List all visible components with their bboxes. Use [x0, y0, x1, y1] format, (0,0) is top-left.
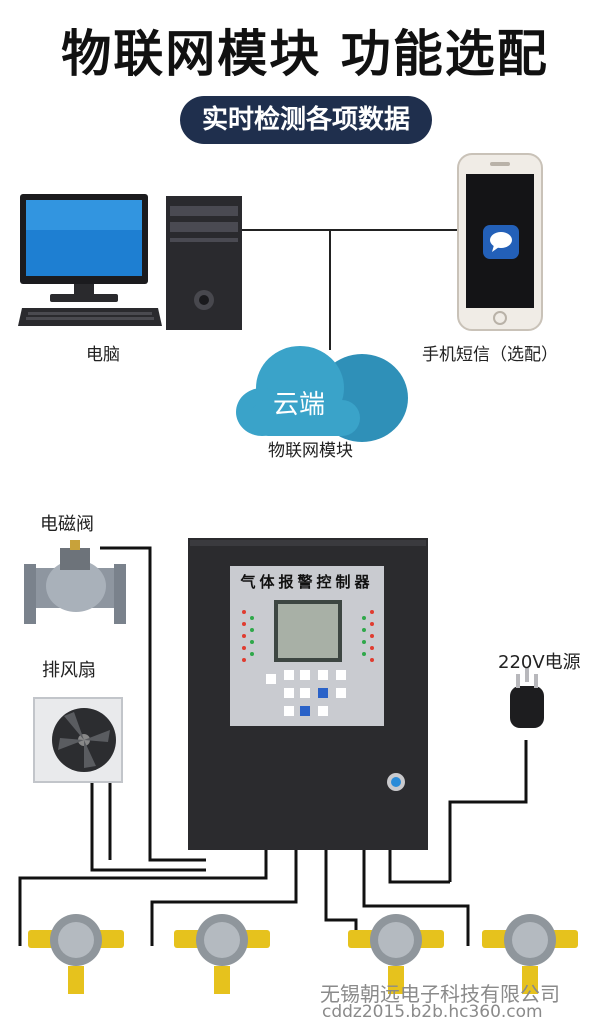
wiring	[18, 546, 528, 946]
keyboard-icon	[18, 308, 162, 326]
fan-label: 排风扇	[42, 660, 96, 681]
network-diagram	[18, 153, 543, 442]
site-watermark: cddz2015.b2b.hc360.com	[322, 1002, 543, 1022]
cloud-text: 云端	[272, 390, 325, 420]
power-plug-icon	[510, 668, 544, 728]
subtitle-badge: 实时检测各项数据	[180, 96, 432, 144]
gas-detector-icon-3	[348, 914, 444, 994]
company-watermark: 无锡朝远电子科技有限公司	[320, 982, 560, 1006]
monitor-icon	[20, 194, 148, 302]
gas-detector-icon-4	[482, 914, 578, 994]
controller-title: 气体报警控制器	[240, 573, 374, 591]
valve-label: 电磁阀	[40, 514, 94, 535]
exhaust-fan-icon	[33, 697, 123, 783]
pc-tower-icon	[166, 196, 242, 330]
system-diagram	[18, 538, 578, 994]
solenoid-valve-icon	[24, 540, 126, 624]
page-title: 物联网模块 功能选配	[61, 25, 549, 83]
power-label: 220V电源	[498, 652, 581, 673]
controller-cabinet	[188, 538, 428, 850]
cloud-icon	[236, 346, 408, 442]
computer-label: 电脑	[86, 345, 120, 365]
phone-label: 手机短信（选配）	[422, 345, 558, 365]
gas-detector-icon-2	[174, 914, 270, 994]
gas-detector-icon-1	[28, 914, 124, 994]
smartphone-icon	[457, 153, 543, 331]
cloud-label: 物联网模块	[268, 441, 353, 461]
